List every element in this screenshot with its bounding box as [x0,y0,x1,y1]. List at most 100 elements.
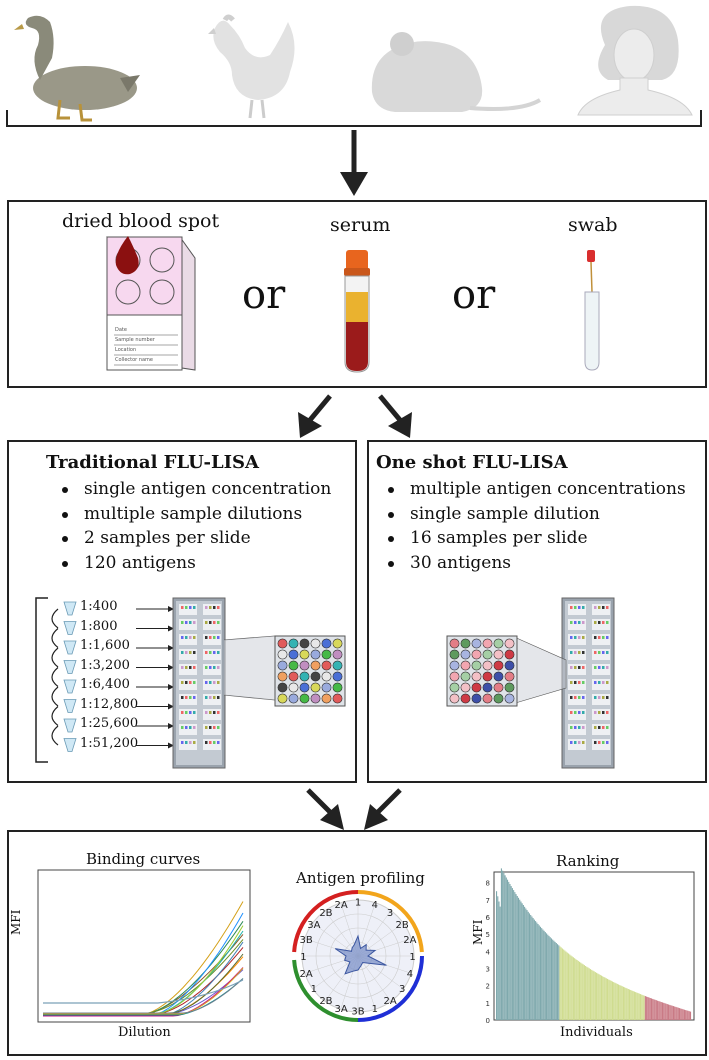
ranking-bar [674,1006,676,1020]
well [321,682,332,693]
transfer-arrow [51,706,59,726]
ranking-bar [613,982,615,1020]
ranking-bar [663,1002,665,1020]
well [449,638,460,649]
ranking-ytick: 0 [486,1017,490,1025]
serum-tube-icon [344,250,370,373]
transfer-arrow [51,667,59,687]
ranking-bar [528,913,531,1020]
ranking-bar [596,972,598,1020]
well [310,649,321,660]
well [504,649,515,660]
well [482,671,493,682]
ranking-bar [546,933,548,1020]
ranking-title: Ranking [556,852,620,870]
radar-label: 2B [319,908,332,919]
well [332,638,343,649]
ranking-bar [496,891,498,1020]
well [504,693,515,704]
ranking-bar [580,962,582,1020]
card-line-collector: Collector name [115,357,153,363]
ranking-bar [513,890,515,1020]
ranking-bar [675,1006,677,1020]
mouse-icon [371,32,542,113]
ranking-bar [630,990,632,1020]
well [471,638,482,649]
ranking-bar [558,945,560,1020]
well [493,638,504,649]
traditional-dilution-diagram [35,597,346,769]
ranking-bar [582,964,584,1020]
well [277,693,288,704]
ranking-bar [672,1006,674,1020]
ranking-x-label: Individuals [560,1025,633,1040]
card-line-date: Date [115,327,127,333]
binding-curves-title: Binding curves [86,850,201,868]
ranking-bar [532,918,534,1020]
ranking-bar [615,983,617,1020]
ranking-bar [643,995,645,1020]
well [471,660,482,671]
radar-label: 3B [299,935,312,946]
radar-label: 2A [383,996,396,1007]
ranking-bar [560,947,562,1020]
binding-curve [43,967,244,1015]
radar-label: 2A [335,900,348,911]
ranking-ytick: 2 [486,983,490,991]
ranking-ytick: 3 [486,965,490,973]
well [277,638,288,649]
ranking-bar [541,928,543,1020]
oneshot-bullet: 16 samples per slide [384,526,686,551]
tube-icon [63,699,77,713]
ranking-bar [654,999,656,1020]
well [471,649,482,660]
ranking-bar [533,919,535,1020]
tube-icon [63,718,77,733]
ranking-bar [538,925,540,1020]
ranking-bar [503,873,505,1020]
traditional-bullets: single antigen concentration multiple sa… [58,477,331,575]
ranking-bar [604,977,606,1020]
ranking-bar [530,915,532,1020]
ranking-ytick: 1 [486,1000,490,1008]
ranking-bar [625,987,627,1020]
radar-arc [292,959,359,1022]
ranking-bar [689,1011,692,1020]
well [471,671,482,682]
ranking-bar [626,988,628,1020]
ranking-bar [610,980,612,1020]
ranking-bar [638,993,640,1020]
ranking-bar [576,960,578,1020]
transfer-arrow [51,725,59,746]
ranking-bar [536,922,538,1020]
dilution-label: 1:51,200 [80,735,139,751]
ranking-bar [585,966,587,1020]
well [460,649,471,660]
card-line-sample-number: Sample number [115,337,155,343]
ranking-bar [614,982,616,1020]
tube-icon [63,640,77,655]
oneshot-bullet: single sample dilution [384,502,686,527]
radar-label: 1 [409,952,415,963]
ranking-bar [537,924,539,1020]
radar-label: 1 [372,1004,378,1015]
ranking-bar [527,911,529,1020]
ranking-bar [670,1005,672,1020]
well [299,682,310,693]
binding-x-label: Dilution [118,1025,171,1040]
ranking-bar [539,926,542,1020]
ranking-bar [591,969,593,1020]
ranking-bar [524,906,526,1020]
well [321,660,332,671]
radar-label: 4 [407,969,413,980]
radar-arc [357,890,424,953]
ranking-bar [567,953,570,1020]
well [299,660,310,671]
ranking-bar [561,948,563,1020]
well [493,649,504,660]
ranking-bar [559,946,561,1020]
blood-drop-icon [115,236,139,275]
ranking-bar [608,979,610,1020]
dilution-label: 1:800 [80,618,118,634]
